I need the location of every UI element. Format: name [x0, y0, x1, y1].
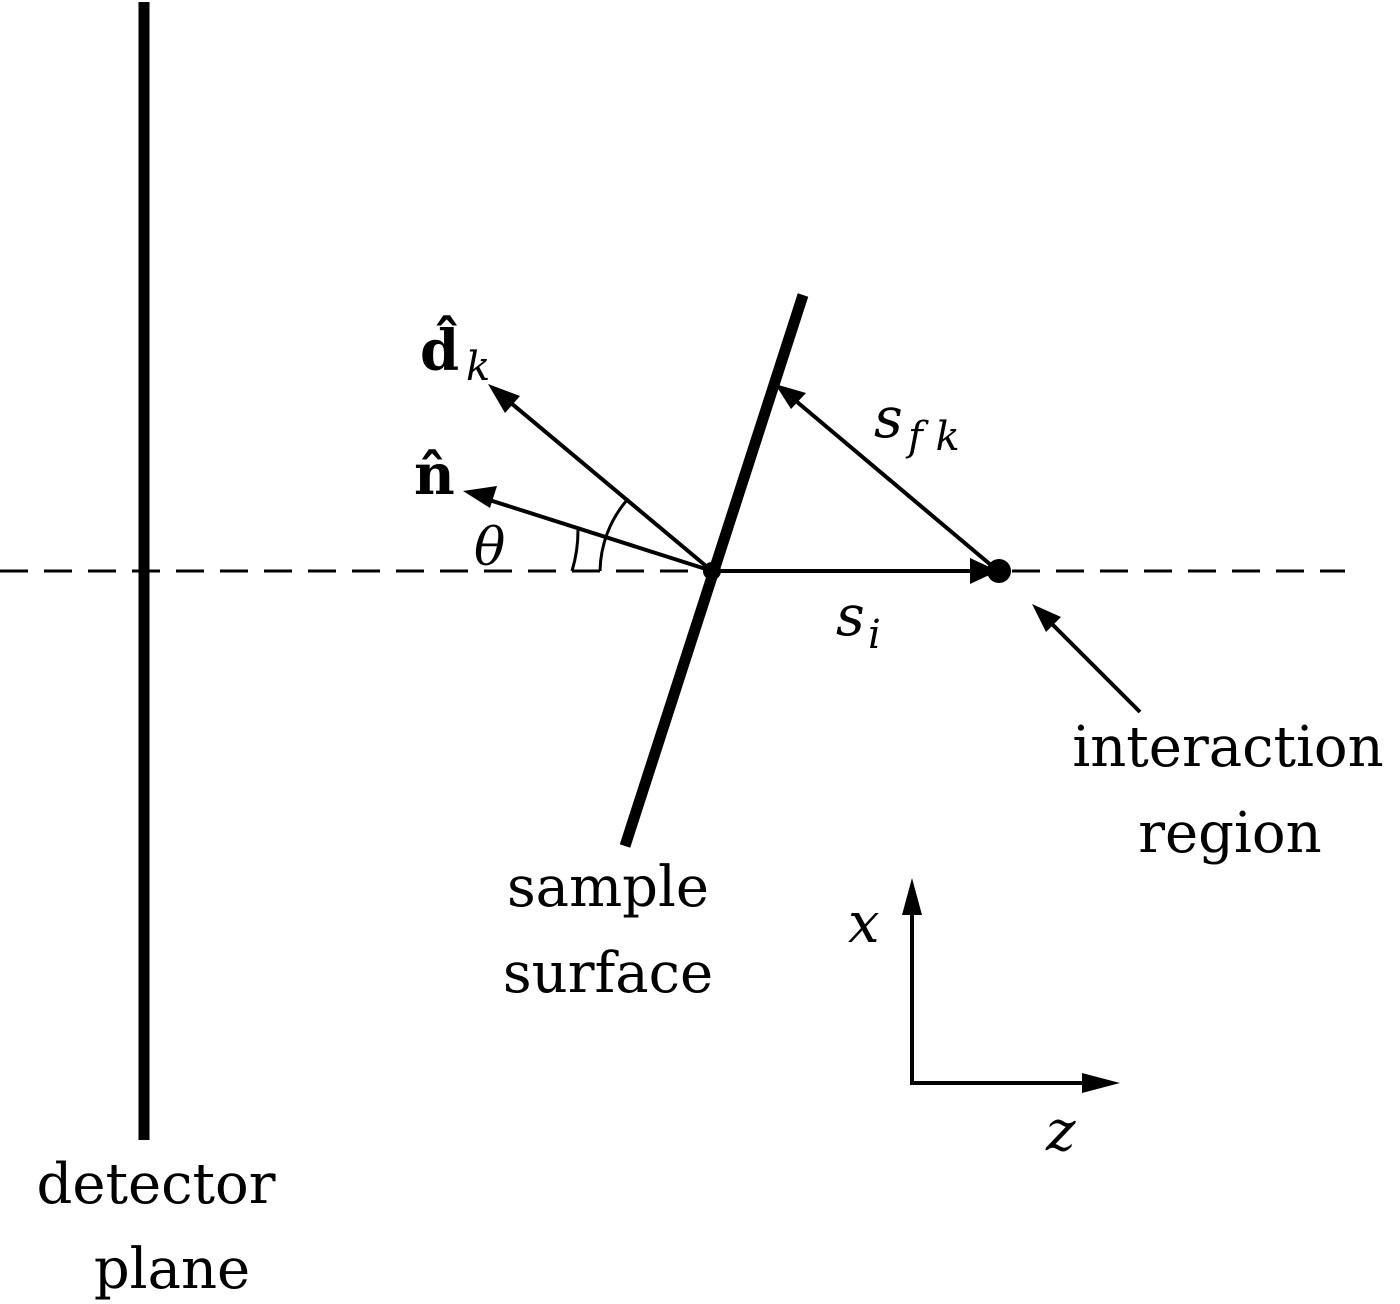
interaction-pointer-arrow: [1043, 615, 1142, 714]
detector-label-line2: plane: [94, 1237, 250, 1302]
d-k-label: d̂: [420, 314, 459, 384]
s-fk-arrow: [788, 394, 1000, 573]
sample-label-line1: sample: [507, 855, 709, 920]
theta-arc: [570, 529, 580, 572]
detector-label-line1: detector: [37, 1152, 276, 1217]
dk-angle-arc: [598, 499, 629, 572]
interaction-label-line1: interaction: [1072, 715, 1383, 780]
n-label: n̂: [414, 442, 455, 508]
x-axis-label: x: [848, 891, 880, 956]
z-axis-label: z: [1045, 1099, 1076, 1164]
s-i-arrowhead: [970, 558, 998, 584]
theta-label: θ: [474, 518, 505, 578]
sample-label-line2: surface: [503, 941, 713, 1006]
d-k-subscript: k: [466, 344, 490, 390]
sample-origin-point: [703, 562, 721, 580]
x-axis-arrowhead: [902, 878, 922, 915]
n-arrowhead: [463, 486, 497, 508]
s-fk-subscript: f k: [905, 414, 960, 460]
interaction-pointer-arrowhead: [1032, 604, 1061, 632]
n-arrow: [479, 495, 713, 573]
interaction-point: [987, 559, 1011, 583]
z-axis-arrowhead: [1082, 1073, 1120, 1093]
s-i-label: s: [836, 584, 865, 649]
s-i-subscript: i: [868, 612, 881, 658]
interaction-label-line2: region: [1138, 801, 1321, 866]
d-k-arrow: [503, 396, 714, 573]
d-k-arrowhead: [488, 384, 520, 413]
s-fk-label: s: [874, 386, 903, 451]
s-fk-arrowhead: [775, 384, 806, 409]
